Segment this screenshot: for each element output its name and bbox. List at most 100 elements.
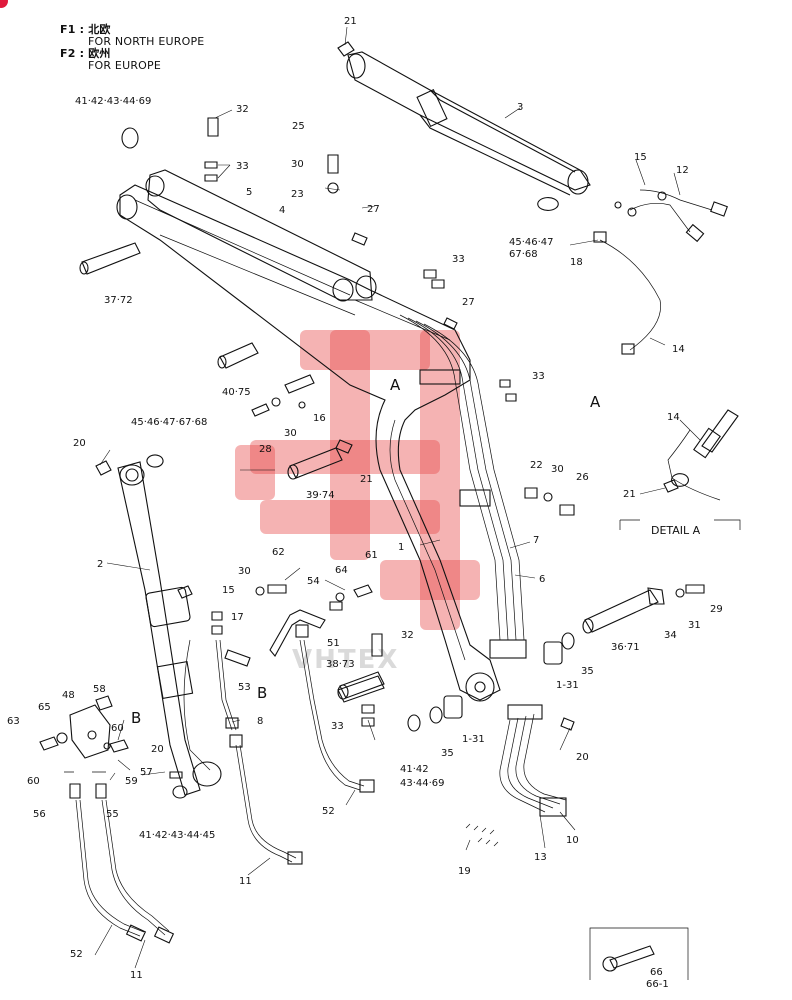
pins: [79, 242, 665, 700]
pins-19: [465, 823, 499, 847]
callout-33-top: 33: [236, 161, 249, 172]
callout-7: 7: [533, 535, 539, 546]
corner-marker: [0, 0, 8, 8]
callout-2: 2: [97, 559, 103, 570]
callout-15-left: 15: [222, 585, 235, 596]
callout-27-top: 27: [367, 204, 380, 215]
left-hoses: [75, 799, 175, 944]
callout-23: 23: [291, 189, 304, 200]
callout-33-low: 33: [331, 721, 344, 732]
callout-14-detail: 14: [667, 412, 680, 423]
leader-lines: [94, 26, 701, 969]
valve-block: [39, 695, 129, 799]
callout-22: 22: [530, 460, 543, 471]
callout-4: 4: [279, 205, 285, 216]
middle-hardware: [211, 397, 705, 731]
callout-B-left: B: [131, 709, 141, 727]
callout-10: 10: [566, 835, 579, 846]
arm-cylinder: [95, 454, 222, 799]
callout-33-right: 33: [532, 371, 545, 382]
callout-25: 25: [292, 121, 305, 132]
callout-14-top: 14: [672, 344, 685, 355]
detail-a: [619, 409, 741, 530]
callout-60-top: 60: [111, 723, 124, 734]
callout-40-75: 40·75: [222, 387, 251, 398]
centre-hoses: [215, 609, 375, 865]
callout-30-top: 30: [291, 159, 304, 170]
legend-f1-text: FOR NORTH EUROPE: [88, 35, 205, 48]
legend-block: F1 : 北欧 FOR NORTH EUROPE F2 : 欧州 FOR EUR…: [60, 24, 204, 72]
callout-5: 5: [246, 187, 252, 198]
callout-35-right: 35: [581, 666, 594, 677]
callout-16: 16: [313, 413, 326, 424]
callout-20-left: 20: [151, 744, 164, 755]
callout-67-68-top: 67·68: [509, 249, 538, 260]
upper-small-parts: [121, 117, 517, 402]
callout-6: 6: [539, 574, 545, 585]
boom-hydraulic-lines: [399, 314, 527, 659]
callout-66-1: 66-1: [646, 979, 669, 990]
callout-56: 56: [33, 809, 46, 820]
callout-61: 61: [365, 550, 378, 561]
callout-58: 58: [93, 684, 106, 695]
callout-34: 34: [664, 630, 677, 641]
callout-43-69-low: 43·44·69: [400, 778, 445, 789]
callout-35-low: 35: [441, 748, 454, 759]
callout-51: 51: [327, 638, 340, 649]
callout-8: 8: [257, 716, 263, 727]
callout-15-top: 15: [634, 152, 647, 163]
lower-right-hoses: [499, 704, 567, 817]
legend-f2-text: FOR EUROPE: [88, 59, 162, 72]
callout-13: 13: [534, 852, 547, 863]
callout-45-47-top: 45·46·47: [509, 237, 554, 248]
callout-17: 17: [231, 612, 244, 623]
callout-62: 62: [272, 547, 285, 558]
callout-11-mid: 11: [239, 876, 252, 887]
callouts: 21 3 41·42·43·44·69 32 25 33 30 5 23 4 2…: [7, 16, 723, 990]
callout-45-68-left: 45·46·47·67·68: [131, 417, 207, 428]
callout-B-mid: B: [257, 684, 267, 702]
callout-32-mid: 32: [401, 630, 414, 641]
callout-41-69: 41·42·43·44·69: [75, 96, 151, 107]
callout-55: 55: [106, 809, 119, 820]
callout-30-right: 30: [551, 464, 564, 475]
watermark-text: VHTEX: [292, 645, 399, 675]
rod-38-73: [337, 675, 385, 703]
callout-21-detail: 21: [623, 489, 636, 500]
callout-31: 31: [688, 620, 701, 631]
callout-1: 1: [398, 542, 404, 553]
callout-54: 54: [307, 576, 320, 587]
callout-52-left: 52: [70, 949, 83, 960]
callout-32-top: 32: [236, 104, 249, 115]
callout-12: 12: [676, 165, 689, 176]
callout-28: 28: [259, 444, 272, 455]
callout-64: 64: [335, 565, 348, 576]
legend-f2-key: F2 : 欧州: [60, 47, 111, 60]
callout-21-top: 21: [344, 16, 357, 27]
callout-20-right: 20: [576, 752, 589, 763]
callout-A-left: A: [390, 376, 401, 394]
callout-57: 57: [140, 767, 153, 778]
callout-65: 65: [38, 702, 51, 713]
callout-36-71: 36·71: [611, 642, 640, 653]
callout-59: 59: [125, 776, 138, 787]
upper-right-hoses: [537, 189, 728, 355]
callout-19: 19: [458, 866, 471, 877]
callout-53: 53: [238, 682, 251, 693]
callout-27-mid: 27: [462, 297, 475, 308]
bushings: [407, 632, 575, 732]
callout-41-45: 41·42·43·44·45: [139, 830, 215, 841]
callout-1-31-low: 1-31: [462, 734, 485, 745]
legend-f1-key: F1 : 北欧: [60, 23, 111, 36]
boom: [116, 169, 501, 702]
callout-29: 29: [710, 604, 723, 615]
part-66-box: [589, 927, 689, 980]
watermark-logo: [235, 330, 480, 630]
callout-20-top: 20: [73, 438, 86, 449]
callout-37-72: 37·72: [104, 295, 133, 306]
callout-30-left: 30: [238, 566, 251, 577]
callout-66: 66: [650, 967, 663, 978]
callout-21-mid: 21: [360, 474, 373, 485]
callout-1-31-right: 1-31: [556, 680, 579, 691]
